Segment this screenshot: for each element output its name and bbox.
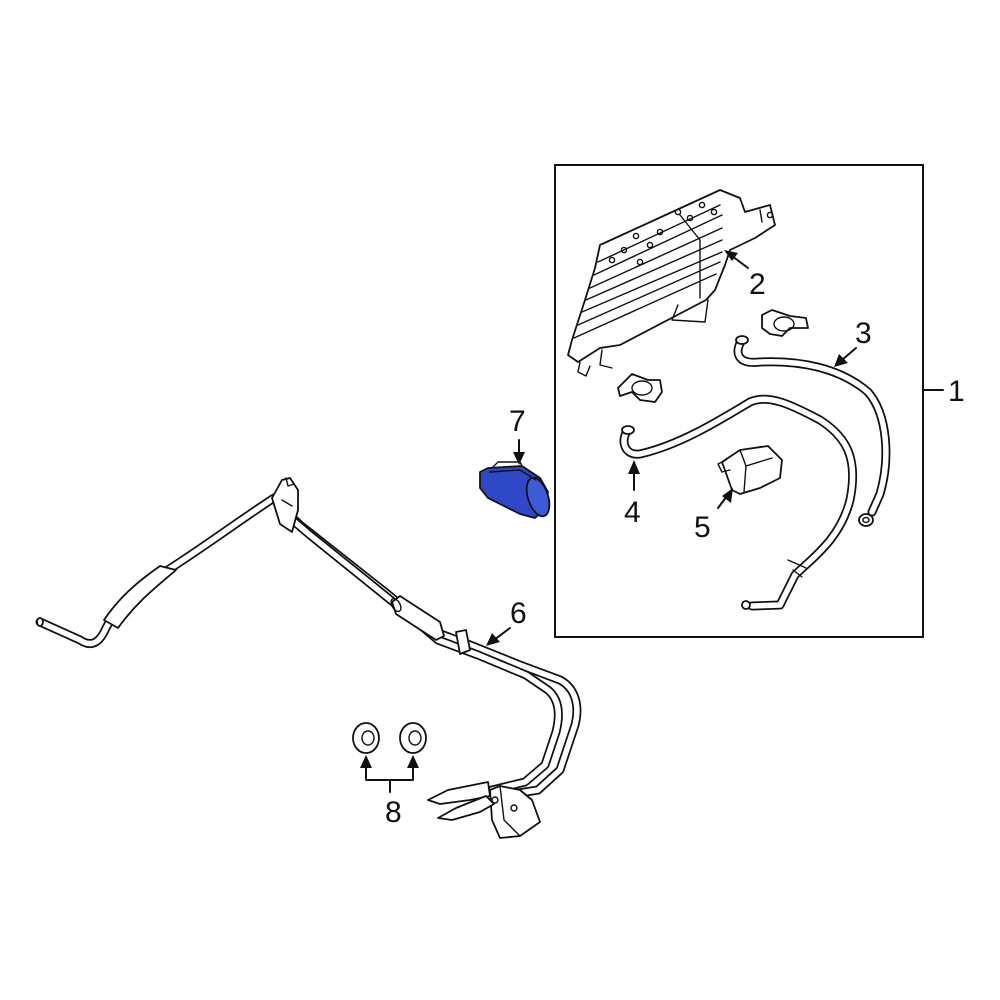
detail-box bbox=[554, 164, 924, 638]
callout-5: 5 bbox=[694, 511, 711, 544]
callout-5-arrow bbox=[717, 488, 733, 509]
washer-right bbox=[399, 722, 427, 754]
cooler-line-assembly-6 bbox=[35, 477, 582, 839]
callout-8-arrows bbox=[360, 755, 419, 793]
hose-clamp-upper bbox=[761, 309, 809, 337]
part-7-highlighted bbox=[479, 461, 551, 519]
callout-2-arrow bbox=[724, 250, 749, 269]
callout-6-arrow bbox=[486, 627, 511, 646]
callout-7-arrow bbox=[513, 439, 525, 465]
bracket-5 bbox=[717, 445, 783, 495]
washer-left bbox=[352, 722, 380, 754]
callout-3-arrow bbox=[834, 347, 857, 367]
oil-cooler bbox=[567, 189, 776, 377]
callout-4-arrow bbox=[628, 460, 640, 491]
hose-clamp-lower bbox=[617, 373, 663, 403]
callout-6: 6 bbox=[510, 597, 527, 630]
callout-1: 1 bbox=[948, 375, 965, 408]
callout-8: 8 bbox=[385, 796, 402, 829]
cooler-hose-4 bbox=[619, 394, 858, 611]
callout-7: 7 bbox=[509, 405, 526, 438]
callout-4: 4 bbox=[624, 496, 641, 529]
cooler-hose-3 bbox=[733, 335, 891, 527]
callout-3: 3 bbox=[855, 317, 872, 350]
callout-2: 2 bbox=[749, 268, 766, 301]
